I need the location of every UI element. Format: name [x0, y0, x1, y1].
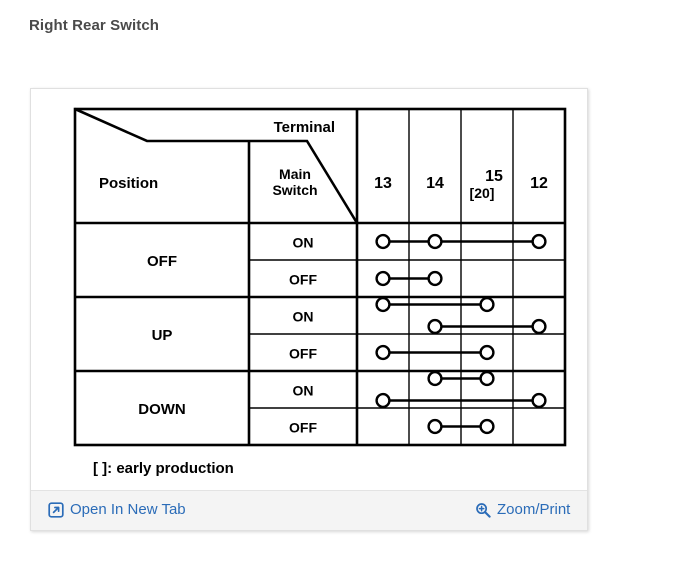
terminal-header-13: 13	[374, 175, 392, 192]
terminal-node-up-on-15	[479, 296, 495, 313]
terminal-node-down-on-14	[427, 370, 443, 387]
terminal-node-down-off-15	[479, 418, 495, 435]
position-label-up: UP	[152, 327, 173, 344]
header-terminal-label: Terminal	[274, 119, 335, 136]
terminal-node-up-on-14	[427, 318, 443, 335]
figure-note: [ ]: early production	[93, 460, 234, 477]
position-label-off: OFF	[147, 253, 177, 270]
terminal-node-down-off-14	[427, 418, 443, 435]
terminal-node-up-on-13	[375, 296, 391, 313]
terminal-header-sub-15: [20]	[470, 185, 495, 201]
main-switch-label-up-off: OFF	[289, 346, 317, 362]
figure-footer: Open In New Tab Zoom/Print	[31, 490, 587, 530]
header-position-label: Position	[99, 175, 158, 192]
terminal-node-up-off-15	[479, 344, 495, 361]
terminal-header-12: 12	[530, 175, 548, 192]
zoom-print-link[interactable]: Zoom/Print	[475, 501, 570, 518]
position-label-down: DOWN	[138, 401, 186, 418]
terminal-node-off-on-12	[531, 233, 547, 250]
terminal-header-14: 14	[426, 175, 444, 192]
terminal-node-down-on-15	[479, 370, 495, 387]
main-switch-label-off-off: OFF	[289, 272, 317, 288]
page-title: Right Rear Switch	[29, 17, 160, 34]
terminal-node-up-on-12	[531, 318, 547, 335]
open-in-new-tab-link[interactable]: Open In New Tab	[48, 501, 186, 518]
terminal-node-up-off-13	[375, 344, 391, 361]
terminal-node-off-on-14	[427, 233, 443, 250]
table-outer-border	[73, 107, 567, 447]
zoom-print-label: Zoom/Print	[497, 501, 571, 518]
terminal-node-off-off-13	[375, 270, 391, 287]
terminal-node-off-on-13	[375, 233, 391, 250]
main-switch-label-down-off: OFF	[289, 420, 317, 436]
header-main-switch-label-line1: Main	[279, 166, 311, 182]
main-switch-label-down-on: ON	[293, 383, 314, 399]
terminal-node-off-off-14	[427, 270, 443, 287]
terminal-header-15: 15	[485, 168, 503, 185]
magnifier-plus-icon	[475, 502, 491, 518]
main-switch-label-off-on: ON	[293, 235, 314, 251]
main-switch-label-up-on: ON	[293, 309, 314, 325]
terminal-node-down-on-12	[531, 392, 547, 409]
header-diagonal-divider	[74, 107, 359, 224]
open-in-new-tab-label: Open In New Tab	[70, 501, 186, 518]
external-link-icon	[48, 501, 64, 518]
header-main-switch-label-line2: Switch	[272, 182, 317, 198]
terminal-node-down-on-13	[375, 392, 391, 409]
